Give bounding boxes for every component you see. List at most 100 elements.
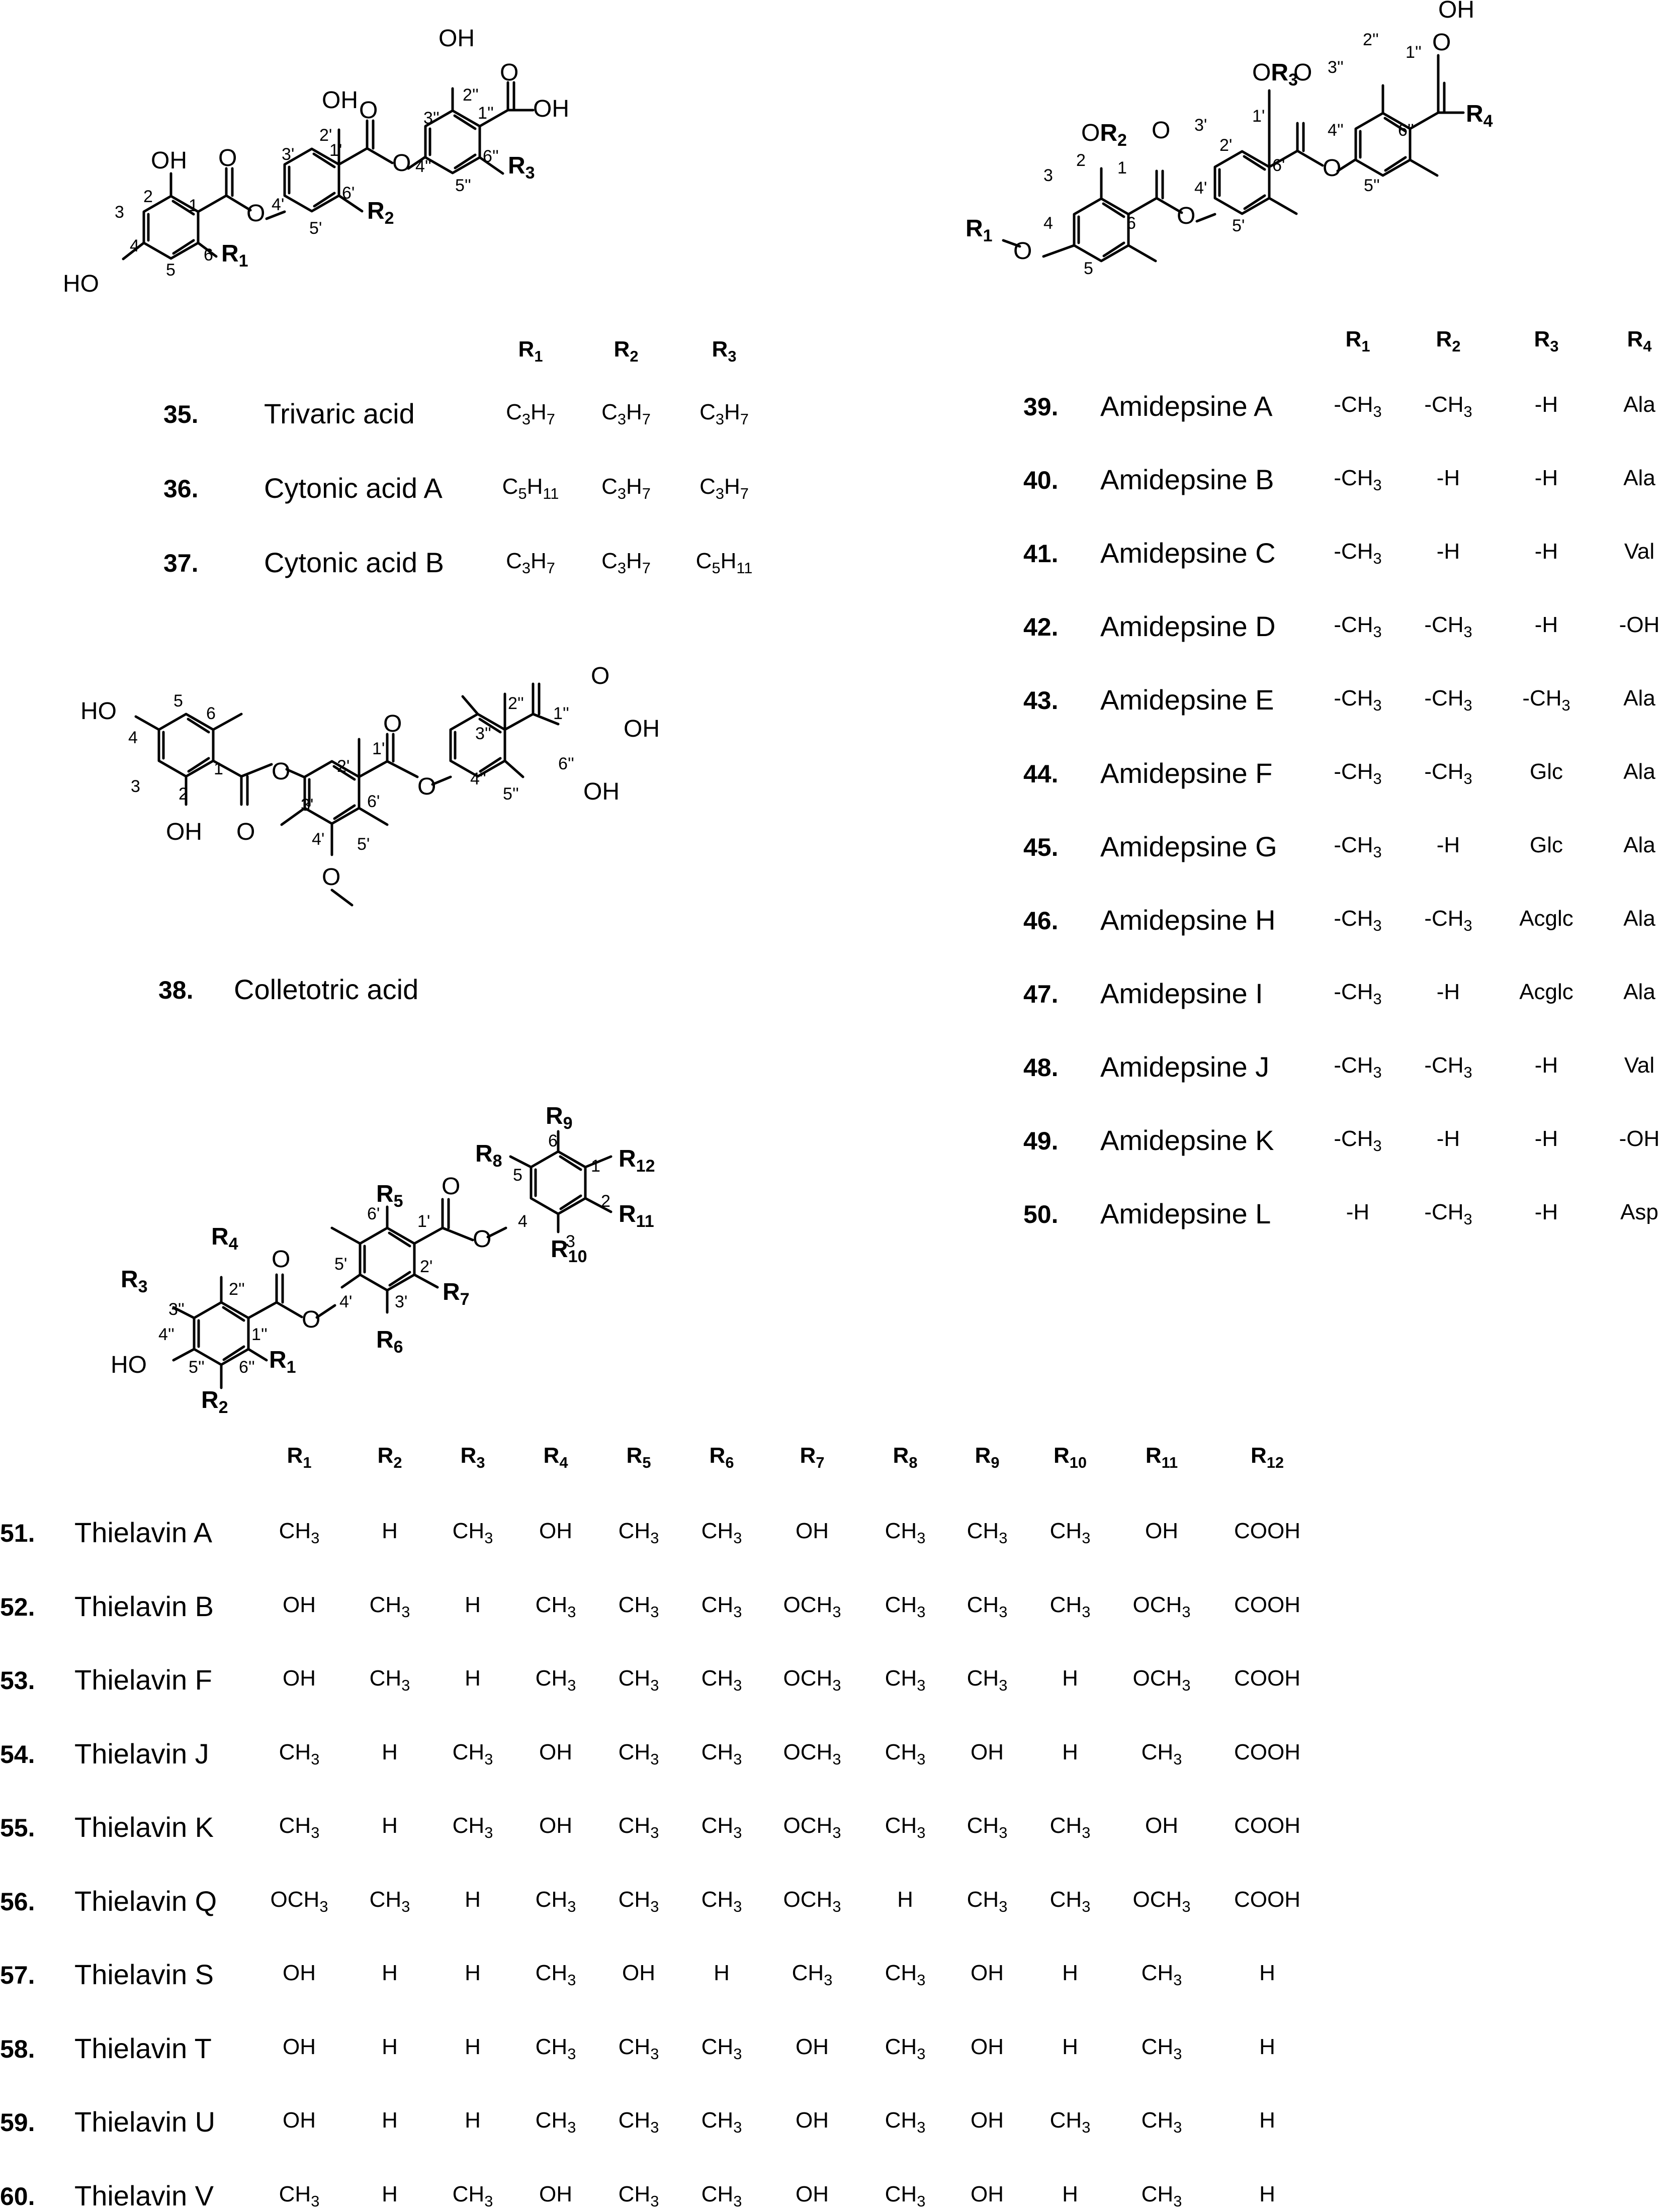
- substituent-cell: H: [1259, 2181, 1275, 2206]
- compound-number: 40.: [1023, 466, 1059, 494]
- svg-text:5'': 5'': [455, 176, 471, 195]
- compound-number: 60.: [0, 2182, 35, 2210]
- compound-number: 42.: [1023, 613, 1059, 641]
- column-header: R1: [1345, 327, 1370, 355]
- substituent-cell: H: [465, 1666, 481, 1691]
- compound-name: Amidepsine K: [1100, 1124, 1274, 1156]
- svg-text:5': 5': [357, 835, 370, 854]
- svg-text:3': 3': [395, 1292, 407, 1311]
- substituent-cell: C3H7: [601, 400, 651, 428]
- column-header: R4: [543, 1443, 568, 1471]
- svg-text:6: 6: [1126, 214, 1136, 233]
- substituent-cell: CH3: [967, 1887, 1008, 1915]
- substituent-cell: CH3: [618, 1519, 659, 1547]
- atom-label: HO: [80, 698, 117, 725]
- substituent-cell: CH3: [618, 1739, 659, 1768]
- atom-label: R11: [619, 1201, 654, 1231]
- svg-text:2: 2: [1076, 151, 1086, 170]
- substituent-cell: CH3: [1141, 2181, 1182, 2210]
- substituent-cell: OH: [971, 2108, 1004, 2133]
- svg-text:1': 1': [417, 1212, 430, 1231]
- svg-text:2': 2': [319, 126, 332, 145]
- atom-label: O: [1177, 203, 1195, 229]
- svg-text:1'': 1'': [553, 704, 569, 723]
- svg-text:2: 2: [601, 1192, 610, 1211]
- substituent-cell: -CH3: [1424, 906, 1472, 934]
- svg-text:2': 2': [1219, 136, 1232, 155]
- compound-number: 39.: [1023, 393, 1059, 421]
- atom-label: OH: [624, 716, 660, 742]
- atom-label: O: [417, 773, 436, 800]
- substituent-cell: -CH3: [1334, 686, 1382, 714]
- structure-colletotric: [134, 682, 560, 907]
- substituent-cell: CH3: [1141, 1739, 1182, 1768]
- substituent-cell: CH3: [535, 1666, 576, 1694]
- substituent-cell: H: [382, 1813, 398, 1838]
- compound-number: 52.: [0, 1592, 35, 1621]
- substituent-cell: -CH3: [1334, 980, 1382, 1008]
- substituent-cell: Ala: [1623, 686, 1655, 711]
- svg-text:6'': 6'': [1398, 121, 1414, 140]
- atom-label: O: [392, 150, 411, 176]
- svg-text:3'': 3'': [475, 724, 491, 743]
- substituent-cell: OH: [283, 1666, 316, 1691]
- svg-text:4': 4': [1194, 179, 1207, 198]
- structure-trivaric-type: [122, 81, 535, 260]
- substituent-cell: -CH3: [1334, 612, 1382, 641]
- column-header: R3: [460, 1443, 485, 1471]
- compound-name: Thielavin K: [74, 1811, 214, 1843]
- substituent-cell: CH3: [885, 1961, 926, 1989]
- atom-label: O: [218, 145, 237, 171]
- atom-label: O: [473, 1226, 491, 1253]
- column-header: R12: [1250, 1443, 1284, 1471]
- substituent-cell: OH: [539, 1813, 572, 1838]
- substituent-cell: OCH3: [1132, 1592, 1191, 1621]
- substituent-cell: CH3: [1049, 1592, 1091, 1621]
- substituent-cell: -CH3: [1334, 539, 1382, 567]
- substituent-cell: CH3: [1049, 1519, 1091, 1547]
- column-header: R3: [712, 337, 737, 365]
- svg-text:6': 6': [342, 184, 355, 203]
- substituent-cell: COOH: [1234, 1519, 1300, 1543]
- compound-name: Amidepsine I: [1100, 978, 1263, 1009]
- svg-text:2'': 2'': [463, 85, 479, 105]
- substituent-cell: OH: [539, 1519, 572, 1543]
- substituent-cell: CH3: [452, 1519, 493, 1547]
- compound-number: 54.: [0, 1740, 35, 1768]
- compound-number: 45.: [1023, 833, 1059, 861]
- column-header: R7: [800, 1443, 825, 1471]
- atom-label: O: [322, 864, 340, 891]
- compound-name: Cytonic acid A: [264, 472, 443, 504]
- substituent-cell: C3H7: [506, 549, 555, 577]
- atom-label: OH: [533, 96, 569, 122]
- compound-number: 56.: [0, 1887, 35, 1916]
- column-header: R11: [1145, 1443, 1178, 1471]
- svg-text:5': 5': [1232, 216, 1245, 235]
- substituent-cell: H: [382, 1739, 398, 1764]
- substituent-cell: OH: [796, 1519, 829, 1543]
- atom-label: O: [500, 59, 518, 86]
- svg-text:3'': 3'': [423, 109, 440, 128]
- column-header: R6: [709, 1443, 734, 1471]
- substituent-cell: -CH3: [1334, 392, 1382, 420]
- substituent-cell: Val: [1624, 539, 1655, 564]
- compound-number: 53.: [0, 1666, 35, 1695]
- substituent-cell: -CH3: [1424, 686, 1472, 714]
- substituent-cell: -CH3: [1334, 466, 1382, 494]
- svg-text:4: 4: [128, 728, 138, 747]
- atom-label: OR3: [1252, 59, 1298, 90]
- substituent-cell: H: [1062, 1961, 1078, 1985]
- svg-text:5: 5: [513, 1166, 522, 1185]
- substituent-cell: -OH: [1619, 1126, 1660, 1151]
- substituent-cell: CH3: [618, 2108, 659, 2136]
- substituent-cell: -CH3: [1334, 906, 1382, 934]
- compound-name: Thielavin B: [74, 1590, 214, 1622]
- substituent-cell: H: [382, 2034, 398, 2059]
- atom-label: R7: [443, 1279, 470, 1309]
- compound-number: 43.: [1023, 686, 1059, 715]
- substituent-cell: CH3: [967, 1813, 1008, 1841]
- substituent-cell: CH3: [701, 2034, 742, 2063]
- substituent-cell: -H: [1534, 1126, 1558, 1151]
- atom-label: HO: [63, 271, 99, 297]
- substituent-cell: COOH: [1234, 1739, 1300, 1764]
